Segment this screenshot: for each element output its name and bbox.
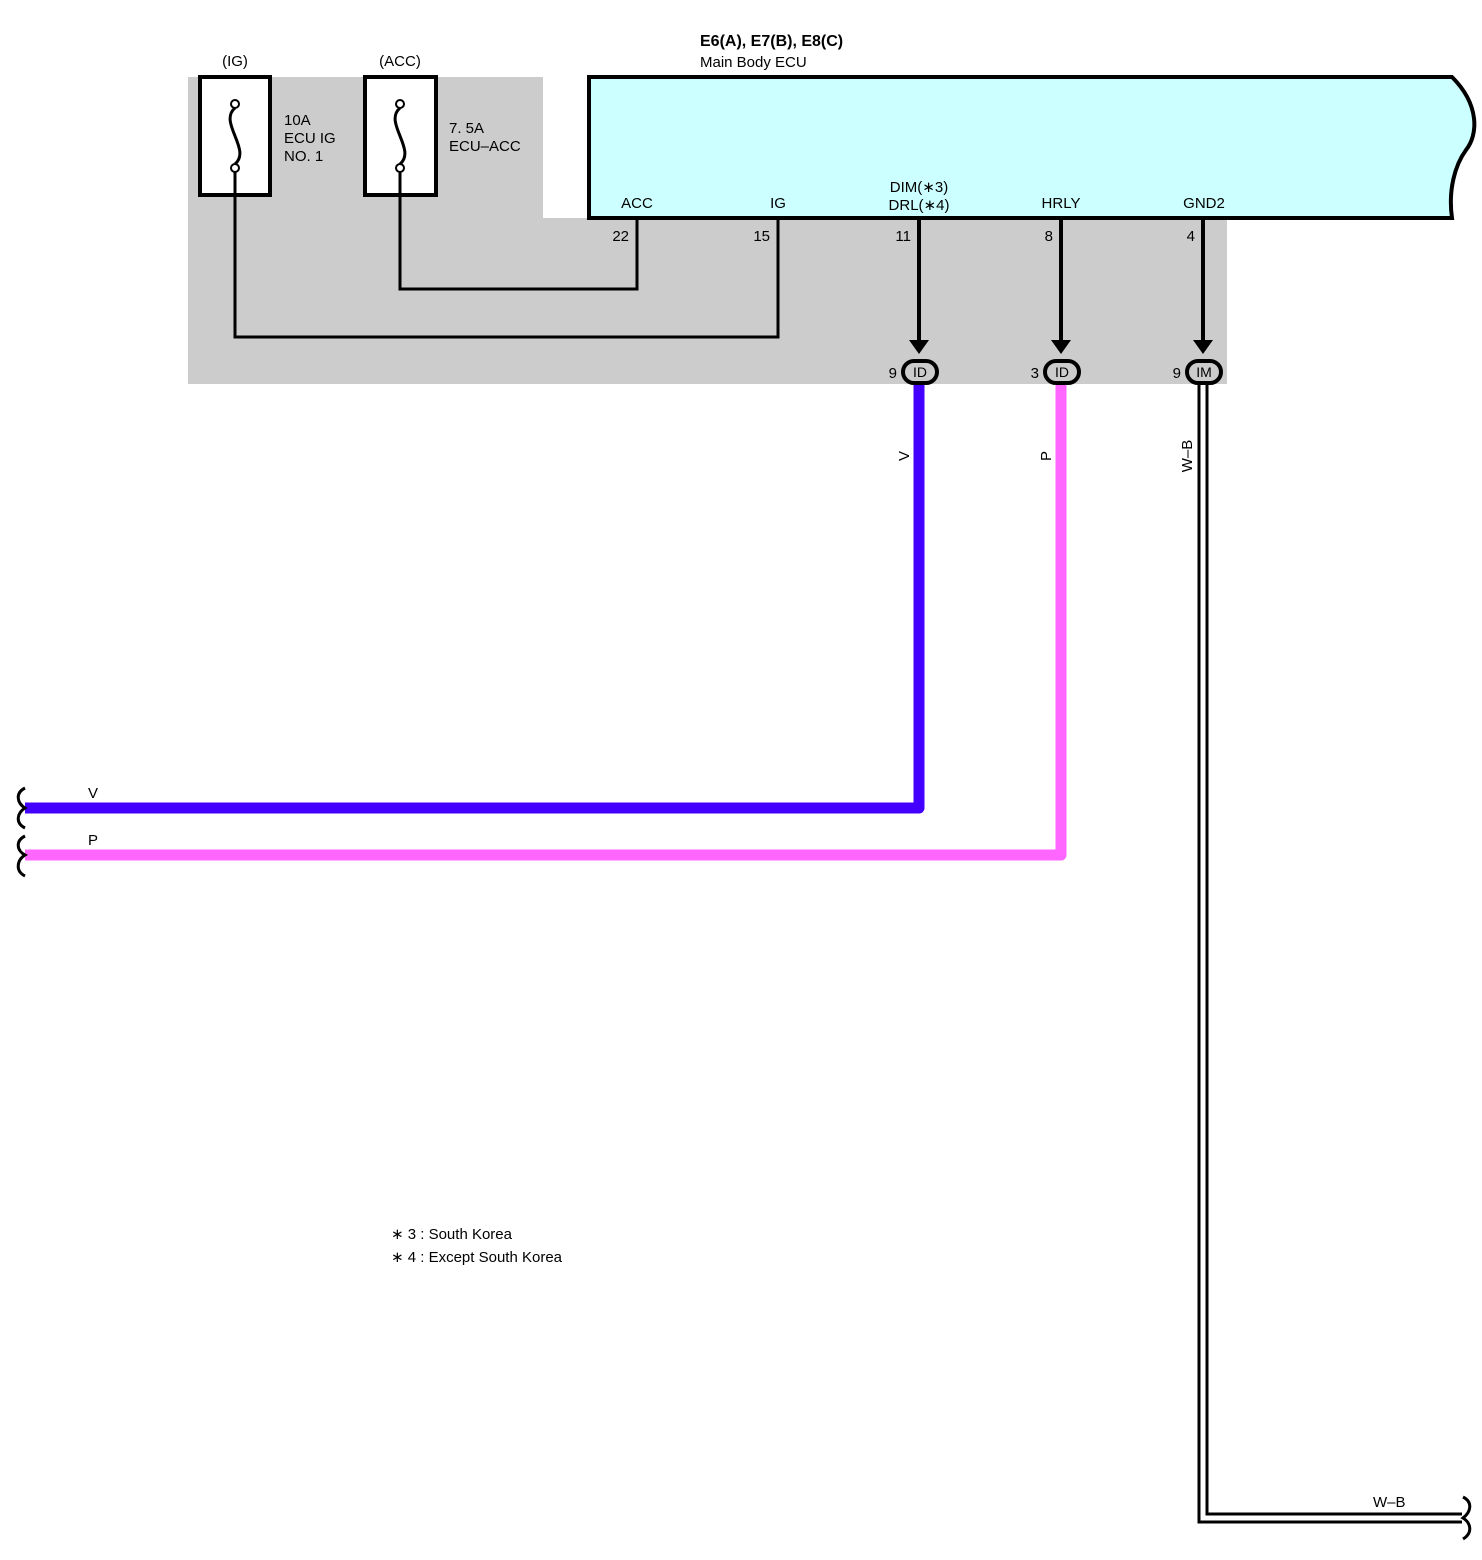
junction-2-id: ID xyxy=(1055,364,1069,380)
pin-number-ig: 15 xyxy=(753,228,770,245)
junction-connector-3: 9 IM xyxy=(1173,359,1223,385)
junction-2-pin: 3 xyxy=(1031,365,1039,382)
shaded-area xyxy=(188,77,1227,384)
pin-label-acc: ACC xyxy=(621,195,653,212)
pin-number-hrly: 8 xyxy=(1045,228,1053,245)
wire-fuse-acc-to-pin22 xyxy=(398,172,639,291)
fuse-acc-rating: 7. 5A xyxy=(449,120,484,137)
fuse-ig-rating: 10A xyxy=(284,112,311,129)
wire-wb-label-horizontal: W–B xyxy=(1373,1494,1406,1511)
fuse-ig-icon xyxy=(228,99,242,173)
pin-label-ig: IG xyxy=(770,195,786,212)
ecu-body xyxy=(587,75,1477,220)
junction-connector-1: 9 ID xyxy=(889,359,939,385)
arrow-pin8 xyxy=(1051,340,1071,354)
junction-3-id: IM xyxy=(1196,364,1212,380)
note-1: ∗ 3 : South Korea xyxy=(391,1226,513,1243)
continuation-bracket-left xyxy=(16,786,29,878)
arrow-pin11 xyxy=(909,340,929,354)
wire-v xyxy=(25,384,925,814)
wire-p xyxy=(25,384,1067,861)
wire-p-label-horizontal: P xyxy=(88,832,98,849)
continuation-bracket-right xyxy=(1460,1495,1472,1541)
junction-1-pin: 9 xyxy=(889,365,897,382)
wire-v-label-horizontal: V xyxy=(88,785,98,802)
wire-v-label-vertical: V xyxy=(896,451,913,461)
arrow-pin4 xyxy=(1193,340,1213,354)
pin-number-gnd2: 4 xyxy=(1187,228,1195,245)
pin-number-acc: 22 xyxy=(612,228,629,245)
note-2: ∗ 4 : Except South Korea xyxy=(391,1249,563,1266)
junction-3-pin: 9 xyxy=(1173,365,1181,382)
ecu-connector-codes: E6(A), E7(B), E8(C) xyxy=(700,33,843,50)
wire-p-label-vertical: P xyxy=(1038,451,1055,461)
pin-label-drl: DRL(∗4) xyxy=(889,197,950,214)
ecu-name: Main Body ECU xyxy=(700,54,807,71)
wire-fuse-ig-to-pin15 xyxy=(233,172,780,339)
fuse-ig-name-line1: ECU IG xyxy=(284,130,336,147)
wire-wb xyxy=(1200,384,1462,1521)
fuse-ig-name-line2: NO. 1 xyxy=(284,148,323,165)
pin-label-hrly: HRLY xyxy=(1042,195,1081,212)
junction-1-id: ID xyxy=(913,364,927,380)
fuse-acc-position: (ACC) xyxy=(379,53,421,70)
junction-connector-2: 3 ID xyxy=(1031,359,1081,385)
fuse-ig-position: (IG) xyxy=(222,53,248,70)
pin-number-dim: 11 xyxy=(895,228,911,245)
pin-label-dim: DIM(∗3) xyxy=(890,179,948,196)
pin-label-gnd2: GND2 xyxy=(1183,195,1225,212)
wire-wb-outline xyxy=(1197,384,1462,1524)
wire-wb-label-vertical: W–B xyxy=(1179,440,1196,473)
fuse-acc-name-line1: ECU–ACC xyxy=(449,138,521,155)
